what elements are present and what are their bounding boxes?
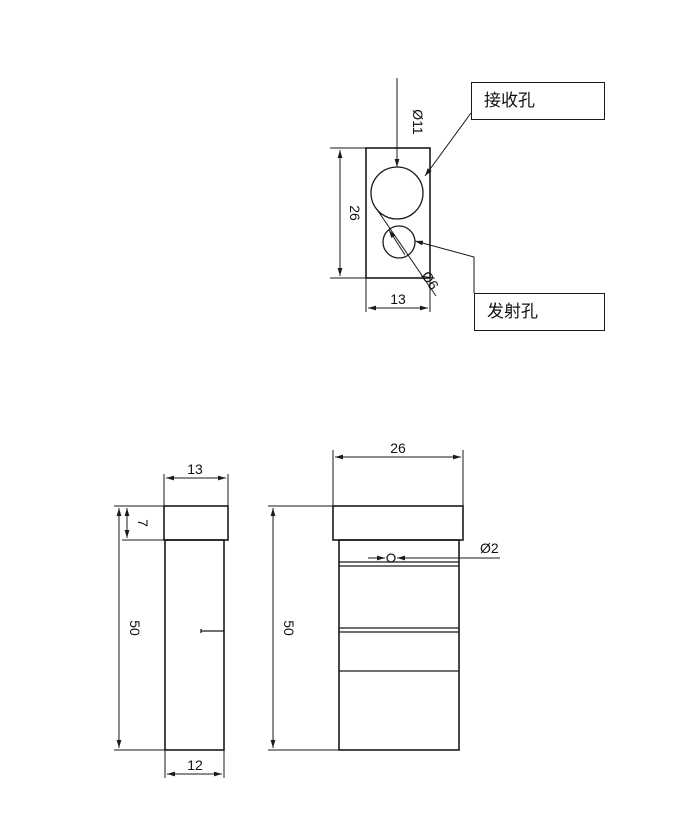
top-view-outline: [365, 147, 431, 279]
side-height-label: 50: [127, 620, 143, 636]
front-cap: [332, 505, 464, 541]
height-label: 26: [347, 205, 363, 221]
side-body: [164, 539, 225, 751]
dia-large-label: Ø11: [410, 109, 426, 135]
pin-dia-label: Ø2: [480, 540, 499, 556]
emit-hole-callout: 发射孔: [474, 293, 605, 331]
width-label: 13: [390, 291, 406, 307]
side-bottom-width-label: 12: [187, 757, 203, 773]
front-view: Ø2 26 50: [268, 440, 500, 751]
front-width-label: 26: [390, 440, 406, 456]
top-view: Ø11 Ø6 26 13: [330, 78, 475, 312]
pin-hole: [386, 553, 396, 563]
receive-callout-leader: [424, 112, 472, 177]
dia-small-leader: [375, 207, 437, 297]
side-cap: [163, 505, 229, 541]
receive-hole: [370, 166, 424, 220]
front-height-label: 50: [281, 620, 297, 636]
side-view: 13 7 50 12: [114, 461, 229, 778]
side-top-width-label: 13: [187, 461, 203, 477]
side-cap-height-label: 7: [135, 519, 151, 527]
receive-hole-callout: 接收孔: [471, 82, 605, 120]
front-body: [338, 539, 460, 751]
emit-callout-leader: [414, 240, 475, 293]
